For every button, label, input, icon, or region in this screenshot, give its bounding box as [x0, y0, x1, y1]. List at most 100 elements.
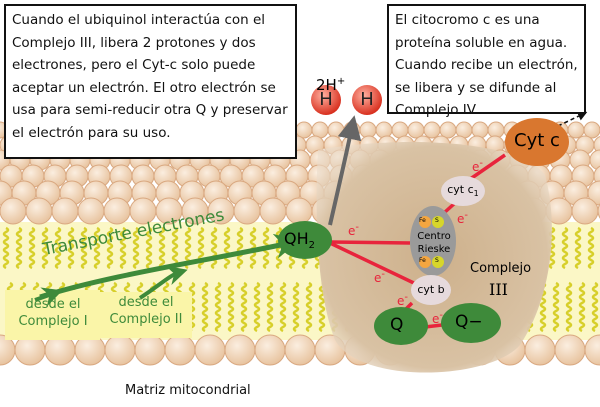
rieske-label: Centro Rieske — [417, 231, 451, 255]
proton-2-label: H — [360, 89, 374, 110]
lipid-head — [77, 197, 105, 225]
lipid-tail — [106, 226, 114, 270]
lipid-head — [134, 334, 166, 366]
lipid-tail — [28, 226, 36, 270]
lipid-tail — [565, 281, 573, 333]
lipid-head — [524, 334, 556, 366]
lipid-tail — [561, 226, 569, 270]
lipid-tail — [201, 281, 209, 333]
complex-numeral: III — [489, 280, 508, 299]
q-label: Q — [390, 315, 404, 335]
lipid-head — [103, 197, 131, 225]
fe-label: Fe — [419, 217, 426, 224]
lipid-tail — [587, 226, 595, 270]
lipid-tail — [132, 226, 140, 270]
lipid-head — [25, 197, 53, 225]
proton-release-arrow — [328, 115, 362, 226]
diffusion-arrow — [557, 111, 588, 127]
lipid-head — [423, 121, 441, 139]
lipid-head — [583, 121, 600, 139]
lipid-tail — [578, 281, 586, 333]
electron-label: e- — [397, 292, 408, 308]
lipid-head — [471, 121, 489, 139]
lipid-head — [254, 334, 286, 366]
lipid-tail — [2, 226, 10, 270]
cyt-c — [505, 118, 569, 166]
electron-label: e- — [432, 310, 443, 326]
lipid-head — [571, 197, 599, 225]
qh2-label: QH2 — [284, 229, 315, 252]
cyt-c1 — [441, 176, 485, 206]
lipid-tail — [266, 281, 274, 333]
s-label: S — [435, 257, 439, 264]
lipid-head — [259, 197, 287, 225]
lipid-head — [194, 334, 226, 366]
q-minus — [441, 303, 501, 343]
fe-label: Fe — [419, 257, 426, 264]
lipid-head — [407, 121, 425, 139]
lipid-head — [327, 121, 345, 139]
electron-label: e- — [374, 269, 385, 285]
lipid-tail — [41, 226, 49, 270]
complex-i-arrow — [34, 287, 63, 307]
cyt-b-label: cyt b — [417, 283, 445, 296]
lipid-tail — [214, 281, 222, 333]
matrix-label: Matriz mitocondrial — [125, 383, 251, 398]
lipid-tail — [305, 281, 313, 333]
right-note: El citocromo c es una proteína soluble e… — [387, 4, 586, 118]
electron-label: e- — [472, 158, 483, 174]
lipid-head — [584, 334, 600, 366]
proton-1-label: H — [319, 89, 333, 110]
lipid-tail — [227, 281, 235, 333]
lipid-tail — [54, 226, 62, 270]
lipid-tail — [67, 226, 75, 270]
complex-ii-label-bg — [100, 292, 192, 338]
lipid-tail — [223, 226, 231, 270]
lipid-head — [104, 334, 136, 366]
protons-label: 2H+ — [316, 76, 346, 94]
complex-ii-arrow — [138, 265, 188, 300]
lipid-head — [0, 197, 27, 225]
lipid-head — [439, 121, 457, 139]
cyt-c1-label: cyt c1 — [447, 183, 479, 199]
lipid-tail — [552, 281, 560, 333]
lipid-tail — [119, 226, 127, 270]
lipid-tail — [15, 226, 23, 270]
lipid-head — [295, 121, 313, 139]
lipid-tail — [292, 281, 300, 333]
lipid-tail — [158, 226, 166, 270]
lipid-tail — [93, 226, 101, 270]
proton-1 — [311, 85, 341, 115]
lipid-tail — [591, 281, 599, 333]
lipid-head — [224, 334, 256, 366]
q-minus-label: Q− — [455, 312, 483, 332]
s-label: S — [435, 217, 439, 224]
lipid-head — [233, 197, 261, 225]
q — [374, 307, 428, 345]
lipid-tail — [210, 226, 218, 270]
lipid-head — [567, 121, 585, 139]
cyt-b — [411, 275, 451, 305]
lipid-tail — [318, 281, 326, 333]
lipid-head — [375, 121, 393, 139]
lipid-tail — [171, 226, 179, 270]
lipid-tail — [145, 226, 153, 270]
lipid-tail — [236, 226, 244, 270]
lipid-tail — [253, 281, 261, 333]
lipid-head — [164, 334, 196, 366]
electron-label: e- — [457, 210, 468, 226]
qh2 — [278, 221, 332, 259]
electron-label: e- — [348, 222, 359, 238]
from-complex-2-label: desde el Complejo II — [109, 295, 183, 327]
lipid-tail — [80, 226, 88, 270]
from-complex-1-label: desde el Complejo I — [18, 297, 88, 329]
left-note: Cuando el ubiquinol interactúa con el Co… — [4, 4, 297, 159]
proton-2 — [352, 85, 382, 115]
lipid-head — [284, 334, 316, 366]
lipid-tail — [279, 281, 287, 333]
lipid-tail — [240, 281, 248, 333]
lipid-tail — [574, 226, 582, 270]
cyt-c-label: Cyt c — [514, 130, 560, 151]
complex-label: Complejo — [470, 261, 532, 276]
